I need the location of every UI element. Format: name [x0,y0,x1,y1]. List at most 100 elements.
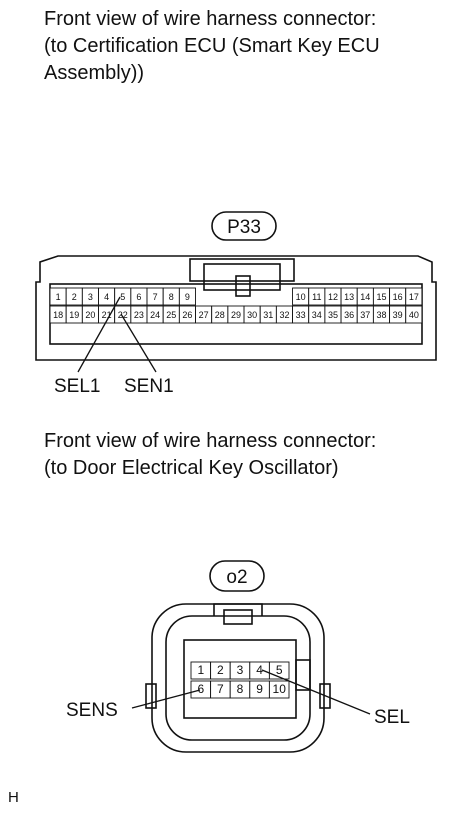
pin-cell: 9 [178,287,196,306]
pin-cell: 3 [81,287,99,306]
pin-number: 17 [409,292,419,302]
connector2-leaders [131,669,371,715]
pin-number: 8 [169,292,174,302]
pin-number: 13 [344,292,354,302]
pin-number: 20 [85,310,95,320]
pin-number: 10 [273,682,287,696]
pin-cell: 2 [210,661,231,680]
pin-number: 2 [217,663,224,677]
pin-number: 15 [376,292,386,302]
pin-cell: 8 [229,680,251,699]
pin-number: 33 [296,310,306,320]
pin-cell: 15 [372,287,391,306]
pin-number: 5 [276,663,283,677]
pin-number: 6 [136,292,141,302]
pin-cell: 34 [308,305,326,324]
pin-cell: 30 [243,305,261,324]
pin-number: 29 [231,310,241,320]
pin-number: 26 [182,310,192,320]
pin-cell: 7 [210,680,231,699]
pin-number: 35 [328,310,338,320]
pin-cell: 23 [130,305,148,324]
pin-cell: 16 [389,287,407,306]
pin-cell: 7 [146,287,164,306]
caption-line: Front view of wire harness connector: [44,8,377,30]
pin-cell: 40 [405,305,423,324]
pin-cell: 3 [229,661,251,680]
pin-cell: 33 [292,305,310,324]
label-sens: SENS [66,700,118,721]
pin-number: 9 [185,292,190,302]
pin-cell: 31 [259,305,277,324]
pin-cell: 12 [324,287,342,306]
pin-cell: 35 [324,305,342,324]
pin-cell: 14 [356,287,374,306]
pin-number: 8 [237,682,244,696]
pin-cell: 13 [340,287,358,306]
pin-number: 11 [312,292,321,302]
pin-cell: 37 [356,305,374,324]
pin-cell: 20 [81,305,99,324]
pin-cell: 11 [308,287,326,306]
caption-line: Assembly)) [44,62,145,84]
pin-number: 37 [360,310,370,320]
pin-cell: 22 [114,305,132,324]
label-sel: SEL [374,707,410,728]
pin-number: 30 [247,310,257,320]
pin-number: 2 [72,292,77,302]
connector1-caption: Front view of wire harness connector: (t… [44,6,464,87]
pin-number: 40 [409,310,419,320]
pin-cell: 19 [65,305,83,324]
corner-mark: H [8,789,19,806]
connector1-code-badge: P33 [211,211,277,241]
label-sel1: SEL1 [54,376,100,397]
pin-number: 38 [376,310,386,320]
pin-cell: 6 [130,287,148,306]
pin-cell: 27 [195,305,213,324]
pin-number: 36 [344,310,354,320]
pin-number: 22 [118,310,128,320]
pin-cell: 6 [190,680,212,699]
pin-number: 25 [166,310,176,320]
pin-number: 18 [53,310,63,320]
pin-number: 5 [120,292,125,302]
pin-cell: 1 [49,287,67,306]
pin-cell: 24 [146,305,164,324]
pin-cell: 26 [178,305,196,324]
label-sen1: SEN1 [124,376,174,397]
pin-cell: 10 [292,287,310,306]
pin-number: 6 [197,682,204,696]
pin-number: 4 [104,292,109,302]
pin-number: 3 [88,292,93,302]
pin-cell: 17 [405,287,423,306]
pin-cell: 28 [211,305,229,324]
pin-number: 1 [197,663,204,677]
pin-number: 3 [237,663,244,677]
pin-cell: 8 [162,287,180,306]
pin-number: 21 [102,310,112,320]
pin-cell: 25 [162,305,180,324]
connector2-caption: Front view of wire harness connector: (t… [44,428,464,482]
pin-number: 24 [150,310,160,320]
pin-cell: 2 [65,287,83,306]
pin-number: 10 [296,292,306,302]
connector1-code: P33 [227,217,261,238]
pin-cell: 4 [249,661,270,680]
connector2-code-badge: o2 [209,560,265,592]
pin-number: 12 [328,292,338,302]
pin-cell: 36 [340,305,358,324]
pin-number: 32 [279,310,289,320]
pin-number: 31 [263,310,273,320]
pin-number: 16 [393,292,403,302]
pin-cell: 9 [249,680,270,699]
connector1-leaders [77,296,157,373]
pin-number: 9 [256,682,263,696]
pin-cell: 38 [372,305,391,324]
pin-number: 7 [153,292,158,302]
pin-number: 1 [56,292,61,302]
caption-line: Front view of wire harness connector: [44,430,377,452]
pin-number: 4 [256,663,263,677]
pin-number: 7 [217,682,224,696]
